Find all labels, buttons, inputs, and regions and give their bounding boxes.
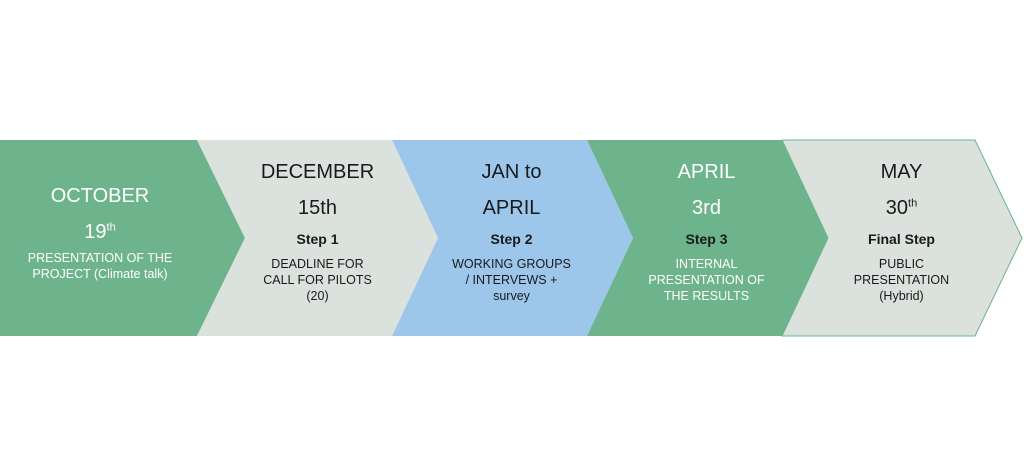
stage-description-line: DEADLINE FOR bbox=[271, 257, 364, 271]
stage-step-label: Step 1 bbox=[296, 231, 339, 247]
arrow-stage-december bbox=[197, 140, 438, 336]
arrow-stage-may bbox=[781, 139, 1023, 337]
stage-day: 15th bbox=[298, 197, 337, 219]
arrow-stage-october bbox=[0, 140, 245, 336]
stage-month: MAY bbox=[880, 161, 923, 183]
stage-description-line: THE RESULTS bbox=[663, 289, 750, 303]
stage-day-ordinal: th bbox=[106, 221, 116, 234]
arrow-stage-jan-april bbox=[392, 140, 633, 336]
stage-day: 19th bbox=[84, 220, 115, 244]
arrow-stage-april bbox=[587, 140, 828, 336]
stage-april: APRIL 3rd Step 3 INTERNAL PRESENTATION O… bbox=[609, 140, 804, 336]
stage-step-label: Step 3 bbox=[685, 231, 728, 247]
stage-description-line: (20) bbox=[306, 289, 329, 303]
stage-description-line: INTERNAL bbox=[675, 257, 738, 271]
stage-description-line: PUBLIC bbox=[878, 257, 925, 271]
stage-month: JAN to bbox=[481, 161, 542, 183]
stage-december: DECEMBER 15th Step 1 DEADLINE FOR CALL F… bbox=[220, 140, 415, 336]
stage-description-line: PROJECT (Climate talk) bbox=[32, 267, 168, 281]
stage-month: APRIL bbox=[677, 161, 736, 183]
stage-jan-april: JAN to APRIL Step 2 WORKING GROUPS / INT… bbox=[414, 140, 609, 336]
stage-day-ordinal: th bbox=[908, 197, 918, 210]
stage-may: MAY 30th Final Step PUBLIC PRESENTATION … bbox=[804, 140, 999, 336]
stage-day-number: 19 bbox=[84, 221, 107, 243]
stage-october: OCTOBER 19th PRESENTATION OF THE PROJECT… bbox=[0, 140, 200, 336]
stage-day-number: 30 bbox=[885, 197, 909, 219]
stage-month: OCTOBER bbox=[50, 185, 150, 207]
stage-description-line: PRESENTATION OF THE bbox=[27, 251, 173, 265]
stage-description-line: survey bbox=[493, 289, 530, 303]
stage-description-line: / INTERVEWS + bbox=[465, 273, 558, 287]
stage-description-line: (Hybrid) bbox=[879, 289, 924, 303]
stage-description-line: CALL FOR PILOTS bbox=[263, 273, 372, 287]
stage-month: DECEMBER bbox=[260, 161, 375, 183]
stage-step-label: Step 2 bbox=[490, 231, 533, 247]
stage-step-label: Final Step bbox=[868, 231, 935, 247]
stage-day: 30th bbox=[886, 196, 917, 220]
stage-day: 3rd bbox=[692, 197, 721, 219]
stage-description-line: PRESENTATION bbox=[853, 273, 950, 287]
stage-description-line: PRESENTATION OF bbox=[648, 273, 765, 287]
stage-description-line: WORKING GROUPS bbox=[452, 257, 571, 271]
stage-day: APRIL bbox=[482, 197, 541, 219]
